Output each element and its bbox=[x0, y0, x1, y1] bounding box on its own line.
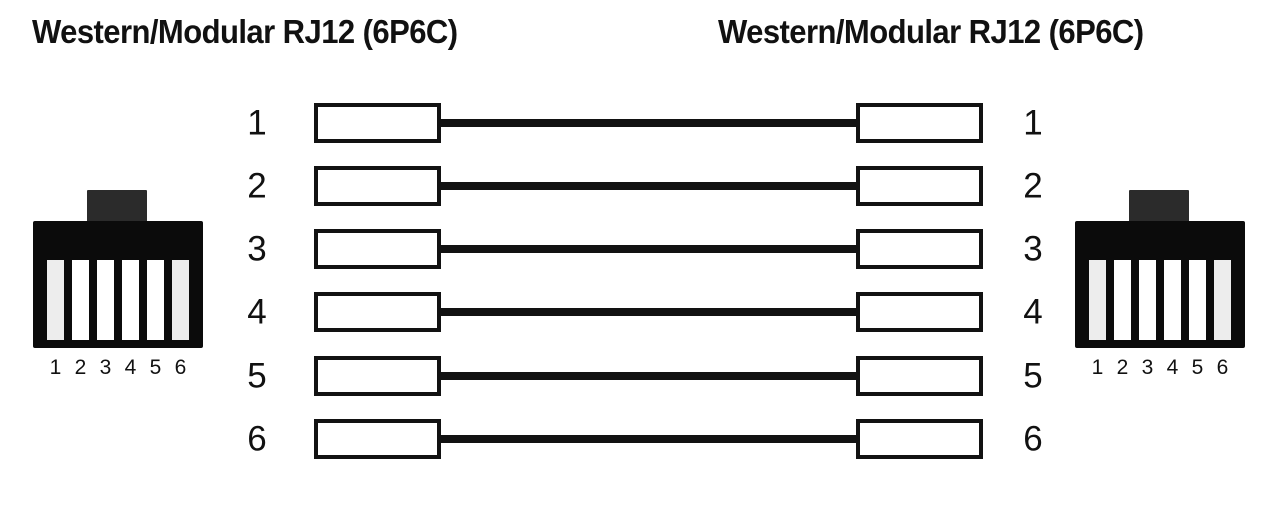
left-pin-number-6: 6 bbox=[247, 419, 267, 459]
connector-pin-3 bbox=[97, 260, 114, 340]
connector-latch-tab-icon bbox=[87, 190, 147, 222]
wire-5 bbox=[439, 372, 858, 380]
right-pin-pad-2 bbox=[856, 166, 983, 206]
left-connector-pin-label-2: 2 bbox=[74, 356, 87, 379]
wire-4 bbox=[439, 308, 858, 316]
left-pin-pad-1 bbox=[314, 103, 441, 143]
right-pin-number-1: 1 bbox=[1023, 103, 1043, 143]
left-connector-pin-label-1: 1 bbox=[49, 356, 62, 379]
left-pin-number-5: 5 bbox=[247, 356, 267, 396]
right-connector-pin-label-6: 6 bbox=[1216, 356, 1229, 379]
connector-pins-group bbox=[1075, 221, 1245, 348]
left-pin-number-4: 4 bbox=[247, 292, 267, 332]
right-pin-number-4: 4 bbox=[1023, 292, 1043, 332]
right-pin-pad-6 bbox=[856, 419, 983, 459]
connector-pin-5 bbox=[1189, 260, 1206, 340]
wire-1 bbox=[439, 119, 858, 127]
connector-pin-2 bbox=[72, 260, 89, 340]
wiring-row-3: 3 3 bbox=[240, 229, 1050, 269]
connector-pin-4 bbox=[1164, 260, 1181, 340]
left-pin-pad-5 bbox=[314, 356, 441, 396]
right-connector-pin-label-3: 3 bbox=[1141, 356, 1154, 379]
left-connector-pin-label-3: 3 bbox=[99, 356, 112, 379]
right-pin-pad-5 bbox=[856, 356, 983, 396]
left-connector-pin-label-6: 6 bbox=[174, 356, 187, 379]
left-connector-pin-label-5: 5 bbox=[149, 356, 162, 379]
right-pin-number-6: 6 bbox=[1023, 419, 1043, 459]
right-connector-pin-labels: 1 2 3 4 5 6 bbox=[1075, 356, 1245, 380]
wire-6 bbox=[439, 435, 858, 443]
left-pin-pad-4 bbox=[314, 292, 441, 332]
wire-2 bbox=[439, 182, 858, 190]
right-pin-pad-1 bbox=[856, 103, 983, 143]
wiring-row-4: 4 4 bbox=[240, 292, 1050, 332]
connector-pin-6 bbox=[1214, 260, 1231, 340]
right-rj12-connector-icon: 1 2 3 4 5 6 bbox=[1075, 190, 1247, 395]
right-pin-number-3: 3 bbox=[1023, 229, 1043, 269]
left-pin-pad-6 bbox=[314, 419, 441, 459]
right-pin-pad-4 bbox=[856, 292, 983, 332]
wiring-row-2: 2 2 bbox=[240, 166, 1050, 206]
left-connector-pin-labels: 1 2 3 4 5 6 bbox=[33, 356, 203, 380]
connector-latch-tab-icon bbox=[1129, 190, 1189, 222]
right-connector-pin-label-5: 5 bbox=[1191, 356, 1204, 379]
wire-3 bbox=[439, 245, 858, 253]
left-pin-number-2: 2 bbox=[247, 166, 267, 206]
connector-pin-2 bbox=[1114, 260, 1131, 340]
left-connector-pin-label-4: 4 bbox=[124, 356, 137, 379]
right-pin-number-2: 2 bbox=[1023, 166, 1043, 206]
right-pin-pad-3 bbox=[856, 229, 983, 269]
left-pin-pad-3 bbox=[314, 229, 441, 269]
connector-pin-5 bbox=[147, 260, 164, 340]
right-connector-title: Western/Modular RJ12 (6P6C) bbox=[718, 13, 1144, 50]
connector-pin-6 bbox=[172, 260, 189, 340]
connector-pins-group bbox=[33, 221, 203, 348]
connector-pin-3 bbox=[1139, 260, 1156, 340]
left-rj12-connector-icon: 1 2 3 4 5 6 bbox=[33, 190, 205, 395]
connector-pin-1 bbox=[1089, 260, 1106, 340]
right-connector-pin-label-1: 1 bbox=[1091, 356, 1104, 379]
right-connector-pin-label-4: 4 bbox=[1166, 356, 1179, 379]
connector-pin-4 bbox=[122, 260, 139, 340]
wiring-row-6: 6 6 bbox=[240, 419, 1050, 459]
wiring-row-1: 1 1 bbox=[240, 103, 1050, 143]
right-pin-number-5: 5 bbox=[1023, 356, 1043, 396]
wiring-row-5: 5 5 bbox=[240, 356, 1050, 396]
right-connector-pin-label-2: 2 bbox=[1116, 356, 1129, 379]
left-pin-pad-2 bbox=[314, 166, 441, 206]
connector-pin-1 bbox=[47, 260, 64, 340]
left-connector-title: Western/Modular RJ12 (6P6C) bbox=[32, 13, 458, 50]
left-pin-number-1: 1 bbox=[247, 103, 267, 143]
left-pin-number-3: 3 bbox=[247, 229, 267, 269]
